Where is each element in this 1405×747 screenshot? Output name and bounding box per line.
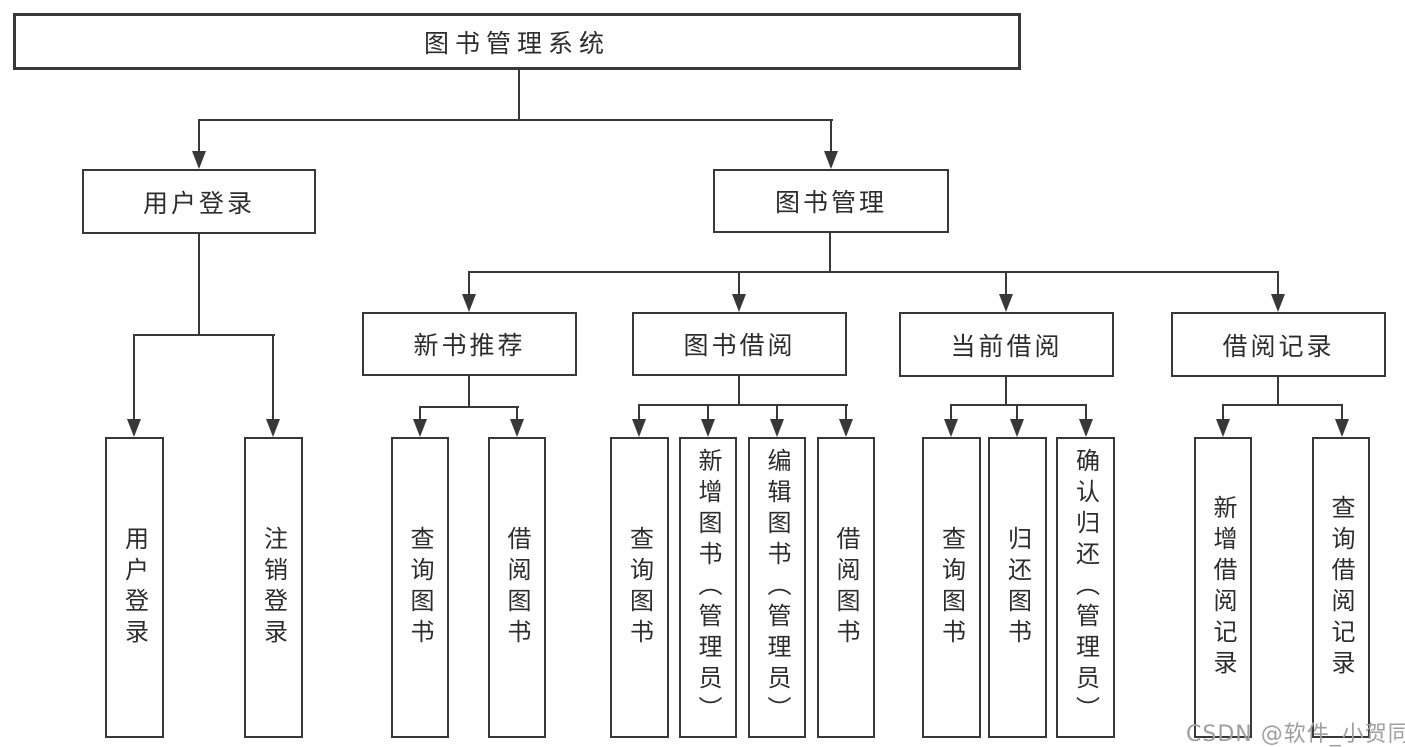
leaf-label: 查询借阅记录 bbox=[1327, 494, 1355, 681]
leaf-current-confirm-return-admin: 确认归还（管理员） bbox=[1056, 437, 1115, 738]
connector-line bbox=[638, 404, 848, 406]
connector-line bbox=[638, 404, 640, 422]
connector-line bbox=[516, 406, 518, 422]
connector-line bbox=[198, 234, 200, 336]
node-label: 图书管理 bbox=[774, 188, 887, 217]
connector-line bbox=[950, 404, 1087, 406]
leaf-label: 新增借阅记录 bbox=[1209, 494, 1237, 681]
leaf-records-add-record: 新增借阅记录 bbox=[1194, 437, 1252, 738]
connector-line bbox=[829, 233, 831, 273]
arrowhead-icon bbox=[1216, 419, 1230, 437]
connector-line bbox=[738, 271, 740, 297]
leaf-borrow-borrow-books: 借阅图书 bbox=[817, 437, 875, 738]
connector-line bbox=[468, 376, 470, 408]
connector-line bbox=[518, 70, 520, 121]
leaf-label: 注销登录 bbox=[259, 525, 288, 650]
leaf-label: 借阅图书 bbox=[503, 525, 531, 650]
arrowhead-icon bbox=[1010, 419, 1024, 437]
node-borrow-records: 借阅记录 bbox=[1171, 312, 1386, 377]
connector-line bbox=[707, 404, 709, 422]
connector-line bbox=[776, 404, 778, 422]
leaf-current-query-books: 查询图书 bbox=[922, 437, 981, 738]
connector-line bbox=[738, 376, 740, 406]
node-label: 当前借阅 bbox=[950, 331, 1063, 361]
connector-line bbox=[1341, 404, 1343, 422]
connector-line bbox=[198, 119, 833, 121]
leaf-borrow-query-books: 查询图书 bbox=[610, 437, 669, 738]
arrowhead-icon bbox=[839, 419, 853, 437]
leaf-newbooks-borrow-books: 借阅图书 bbox=[488, 437, 546, 738]
connector-line bbox=[950, 404, 952, 422]
node-new-book-recommend: 新书推荐 bbox=[362, 312, 577, 376]
leaf-label: 新增图书（管理员） bbox=[694, 448, 722, 727]
connector-line bbox=[1085, 404, 1087, 422]
leaf-label: 归还图书 bbox=[1003, 525, 1032, 650]
arrowhead-icon bbox=[127, 419, 141, 437]
leaf-borrow-add-books-admin: 新增图书（管理员） bbox=[679, 437, 737, 738]
leaf-label: 查询图书 bbox=[625, 525, 654, 650]
connector-line bbox=[419, 406, 519, 408]
leaf-borrow-edit-books-admin: 编辑图书（管理员） bbox=[748, 437, 806, 738]
connector-line bbox=[1016, 404, 1018, 422]
arrowhead-icon bbox=[266, 419, 280, 437]
arrowhead-icon bbox=[732, 294, 746, 312]
leaf-label: 借阅图书 bbox=[832, 525, 860, 650]
leaf-records-query-record: 查询借阅记录 bbox=[1312, 437, 1370, 738]
connector-line bbox=[468, 271, 1279, 273]
connector-line bbox=[419, 406, 421, 422]
node-current-borrow: 当前借阅 bbox=[899, 312, 1114, 377]
arrowhead-icon bbox=[510, 419, 524, 437]
connector-line bbox=[1277, 377, 1279, 406]
connector-line bbox=[133, 334, 135, 421]
leaf-label: 用户登录 bbox=[120, 525, 149, 650]
node-label: 图书借阅 bbox=[683, 331, 796, 360]
node-book-management: 图书管理 bbox=[713, 169, 949, 233]
connector-line bbox=[1277, 271, 1279, 297]
arrowhead-icon bbox=[1271, 294, 1285, 312]
arrowhead-icon bbox=[1335, 419, 1349, 437]
leaf-current-return-books: 归还图书 bbox=[988, 437, 1047, 738]
connector-line bbox=[272, 334, 274, 421]
arrowhead-icon bbox=[192, 151, 206, 169]
connector-line bbox=[1222, 404, 1343, 406]
leaf-label: 查询图书 bbox=[937, 525, 966, 650]
arrowhead-icon bbox=[413, 419, 427, 437]
arrowhead-icon bbox=[944, 419, 958, 437]
node-label: 新书推荐 bbox=[413, 331, 526, 360]
arrowhead-icon bbox=[701, 419, 715, 437]
connector-line bbox=[830, 119, 832, 153]
node-book-borrow: 图书借阅 bbox=[632, 312, 847, 376]
connector-line bbox=[468, 271, 470, 297]
arrowhead-icon bbox=[632, 419, 646, 437]
leaf-label: 查询图书 bbox=[406, 525, 434, 650]
leaf-newbooks-query-books: 查询图书 bbox=[391, 437, 449, 738]
arrowhead-icon bbox=[999, 294, 1013, 312]
connector-line bbox=[1005, 377, 1007, 406]
connector-line bbox=[845, 404, 847, 422]
arrowhead-icon bbox=[770, 419, 784, 437]
arrowhead-icon bbox=[462, 294, 476, 312]
leaf-label: 确认归还（管理员） bbox=[1071, 448, 1100, 727]
watermark-text: CSDN @软件_小贺同学 bbox=[1186, 722, 1405, 747]
arrowhead-icon bbox=[824, 151, 838, 169]
node-label: 用户登录 bbox=[142, 188, 255, 218]
connector-line bbox=[133, 334, 275, 336]
connector-line bbox=[1222, 404, 1224, 422]
leaf-logout: 注销登录 bbox=[244, 437, 303, 738]
leaf-label: 编辑图书（管理员） bbox=[763, 448, 791, 727]
connector-line bbox=[198, 119, 200, 153]
arrowhead-icon bbox=[1079, 419, 1093, 437]
node-root-label: 图书管理系统 bbox=[423, 28, 610, 58]
node-user-login: 用户登录 bbox=[82, 169, 316, 234]
connector-line bbox=[1005, 271, 1007, 297]
leaf-user-login: 用户登录 bbox=[105, 437, 164, 738]
node-label: 借阅记录 bbox=[1222, 331, 1335, 361]
node-root-system: 图书管理系统 bbox=[13, 13, 1021, 70]
